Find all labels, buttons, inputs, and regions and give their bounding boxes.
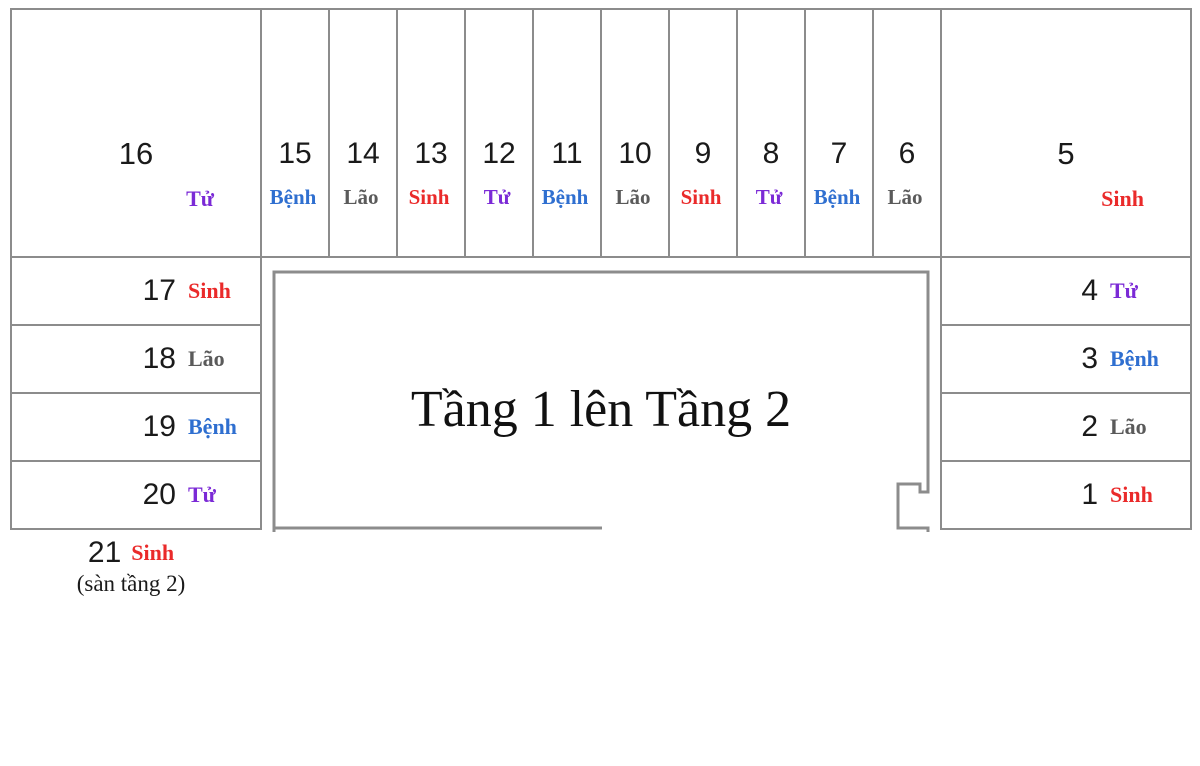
step-number-19: 19 (142, 410, 176, 443)
step-cell-16: 16 Tử (10, 8, 262, 258)
step-number-17: 17 (142, 274, 176, 307)
step-cell-17: 17 Sinh (10, 256, 262, 326)
step-word-13: Sinh (408, 185, 450, 209)
step-cell-20: 20 Tử (10, 460, 262, 530)
step-word-5: Sinh (1101, 186, 1144, 211)
step-number-8: 8 (762, 137, 780, 170)
step-number-15: 15 (278, 137, 312, 170)
step-cell-10: 10 Lão (600, 8, 670, 258)
step-word-6: Lão (887, 185, 923, 209)
step-word-15: Bệnh (269, 185, 317, 209)
stairwell-opening-outline (272, 270, 930, 532)
step-number-21: 21 (87, 536, 122, 569)
step-cell-19: 19 Bệnh (10, 392, 262, 462)
step-word-10: Lão (615, 185, 651, 209)
stairwell-wall-path (272, 270, 930, 532)
step-number-18: 18 (142, 342, 176, 375)
step-cell-11: 11 Bệnh (532, 8, 602, 258)
landing-caption-note: (sàn tầng 2) (76, 571, 186, 596)
step-word-16: Tử (186, 186, 214, 211)
step-cell-1: 1 Sinh (940, 460, 1192, 530)
step-word-3: Bệnh (1110, 346, 1159, 371)
step-number-1: 1 (1081, 478, 1098, 511)
step-cell-18: 18 Lão (10, 324, 262, 394)
step-cell-7: 7 Bệnh (804, 8, 874, 258)
step-number-11: 11 (551, 137, 583, 170)
step-word-18: Lão (188, 346, 225, 371)
step-cell-14: 14 Lão (328, 8, 398, 258)
step-number-14: 14 (346, 137, 380, 170)
step-word-17: Sinh (188, 278, 231, 303)
step-word-8: Tử (755, 185, 783, 209)
landing-caption-line1: 21 Sinh (0, 536, 262, 570)
step-word-7: Bệnh (813, 185, 861, 209)
stairwell-label: Tầng 1 lên Tầng 2 (410, 381, 792, 438)
step-word-12: Tử (483, 185, 511, 209)
step-number-2: 2 (1081, 410, 1098, 443)
step-word-11: Bệnh (541, 185, 589, 209)
step-number-6: 6 (898, 137, 916, 170)
step-word-21: Sinh (131, 540, 175, 565)
step-cell-12: 12 Tử (464, 8, 534, 258)
step-number-20: 20 (142, 478, 176, 511)
step-number-5: 5 (1057, 136, 1075, 171)
step-cell-15: 15 Bệnh (260, 8, 330, 258)
step-word-1: Sinh (1110, 482, 1153, 507)
step-cell-2: 2 Lão (940, 392, 1192, 462)
step-cell-4: 4 Tử (940, 256, 1192, 326)
step-number-4: 4 (1081, 274, 1098, 307)
step-cell-13: 13 Sinh (396, 8, 466, 258)
step-cell-3: 3 Bệnh (940, 324, 1192, 394)
step-word-9: Sinh (680, 185, 722, 209)
step-number-12: 12 (482, 137, 516, 170)
landing-caption-21: 21 Sinh (sàn tầng 2) (0, 536, 262, 597)
step-word-2: Lão (1110, 414, 1147, 439)
step-word-14: Lão (343, 185, 379, 209)
step-word-20: Tử (188, 482, 216, 507)
step-number-10: 10 (618, 137, 652, 170)
step-number-16: 16 (118, 136, 154, 171)
step-cell-8: 8 Tử (736, 8, 806, 258)
step-number-9: 9 (694, 137, 712, 170)
step-number-13: 13 (414, 137, 448, 170)
step-cell-6: 6 Lão (872, 8, 942, 258)
step-word-4: Tử (1110, 278, 1138, 303)
step-cell-5: 5 Sinh (940, 8, 1192, 258)
step-number-7: 7 (830, 137, 848, 170)
step-number-3: 3 (1081, 342, 1098, 375)
step-cell-9: 9 Sinh (668, 8, 738, 258)
stairwell-outline-svg (272, 270, 930, 532)
step-word-19: Bệnh (188, 414, 237, 439)
